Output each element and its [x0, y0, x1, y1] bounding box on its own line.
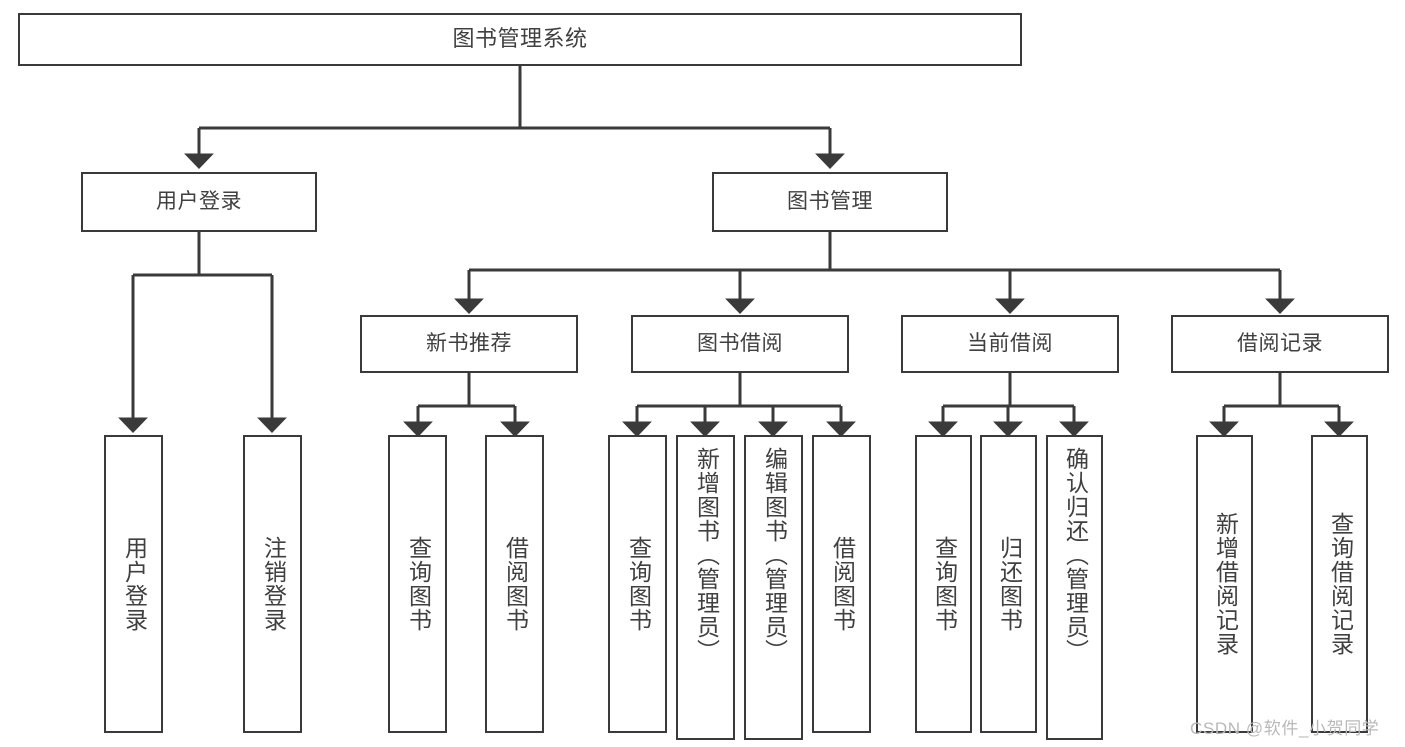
leaf-edit-book-label: 编辑图书（管理员）	[761, 447, 788, 663]
node-root-label: 图书管理系统	[452, 26, 588, 52]
node-book-manage-label: 图书管理	[787, 190, 873, 214]
leaf-query-record[interactable]: 查询借阅记录	[1311, 435, 1368, 733]
node-new-book-rec-label: 新书推荐	[426, 332, 512, 356]
node-user-login[interactable]: 用户登录	[81, 172, 317, 232]
leaf-add-book[interactable]: 新增图书（管理员）	[676, 435, 735, 740]
node-root[interactable]: 图书管理系统	[18, 13, 1022, 66]
leaf-query-record-label: 查询借阅记录	[1327, 512, 1354, 656]
csdn-watermark: CSDN @软件_小贺同学	[1190, 719, 1380, 738]
leaf-query-book-3[interactable]: 查询图书	[915, 435, 972, 733]
node-book-borrow[interactable]: 图书借阅	[631, 315, 849, 373]
leaf-borrow-book-2-label: 借阅图书	[829, 536, 856, 632]
leaf-query-book-1[interactable]: 查询图书	[388, 435, 447, 733]
node-book-borrow-label: 图书借阅	[697, 332, 783, 356]
node-borrow-record[interactable]: 借阅记录	[1171, 315, 1389, 373]
leaf-add-record[interactable]: 新增借阅记录	[1196, 435, 1253, 733]
node-user-login-label: 用户登录	[156, 190, 242, 214]
leaf-add-book-label: 新增图书（管理员）	[693, 447, 720, 663]
leaf-query-book-3-label: 查询图书	[931, 536, 958, 632]
leaf-user-logout-label: 注销登录	[260, 536, 287, 632]
leaf-user-logout[interactable]: 注销登录	[243, 435, 302, 733]
leaf-edit-book[interactable]: 编辑图书（管理员）	[744, 435, 803, 740]
leaf-borrow-book-1-label: 借阅图书	[502, 536, 529, 632]
leaf-borrow-book-1[interactable]: 借阅图书	[485, 435, 544, 733]
leaf-query-book-2-label: 查询图书	[625, 536, 652, 632]
leaf-borrow-book-2[interactable]: 借阅图书	[812, 435, 871, 733]
node-borrow-record-label: 借阅记录	[1237, 332, 1323, 356]
leaf-user-login[interactable]: 用户登录	[104, 435, 163, 733]
leaf-return-book-label: 归还图书	[996, 536, 1023, 632]
leaf-add-record-label: 新增借阅记录	[1212, 512, 1239, 656]
leaf-user-login-label: 用户登录	[121, 536, 148, 632]
node-new-book-rec[interactable]: 新书推荐	[360, 315, 578, 373]
node-current-borrow[interactable]: 当前借阅	[901, 315, 1119, 373]
node-book-manage[interactable]: 图书管理	[712, 172, 948, 232]
leaf-query-book-2[interactable]: 查询图书	[608, 435, 667, 733]
leaf-confirm-return-label: 确认归还（管理员）	[1062, 447, 1089, 663]
leaf-confirm-return[interactable]: 确认归还（管理员）	[1046, 435, 1103, 740]
node-current-borrow-label: 当前借阅	[967, 332, 1053, 356]
leaf-query-book-1-label: 查询图书	[405, 536, 432, 632]
leaf-return-book[interactable]: 归还图书	[980, 435, 1037, 733]
